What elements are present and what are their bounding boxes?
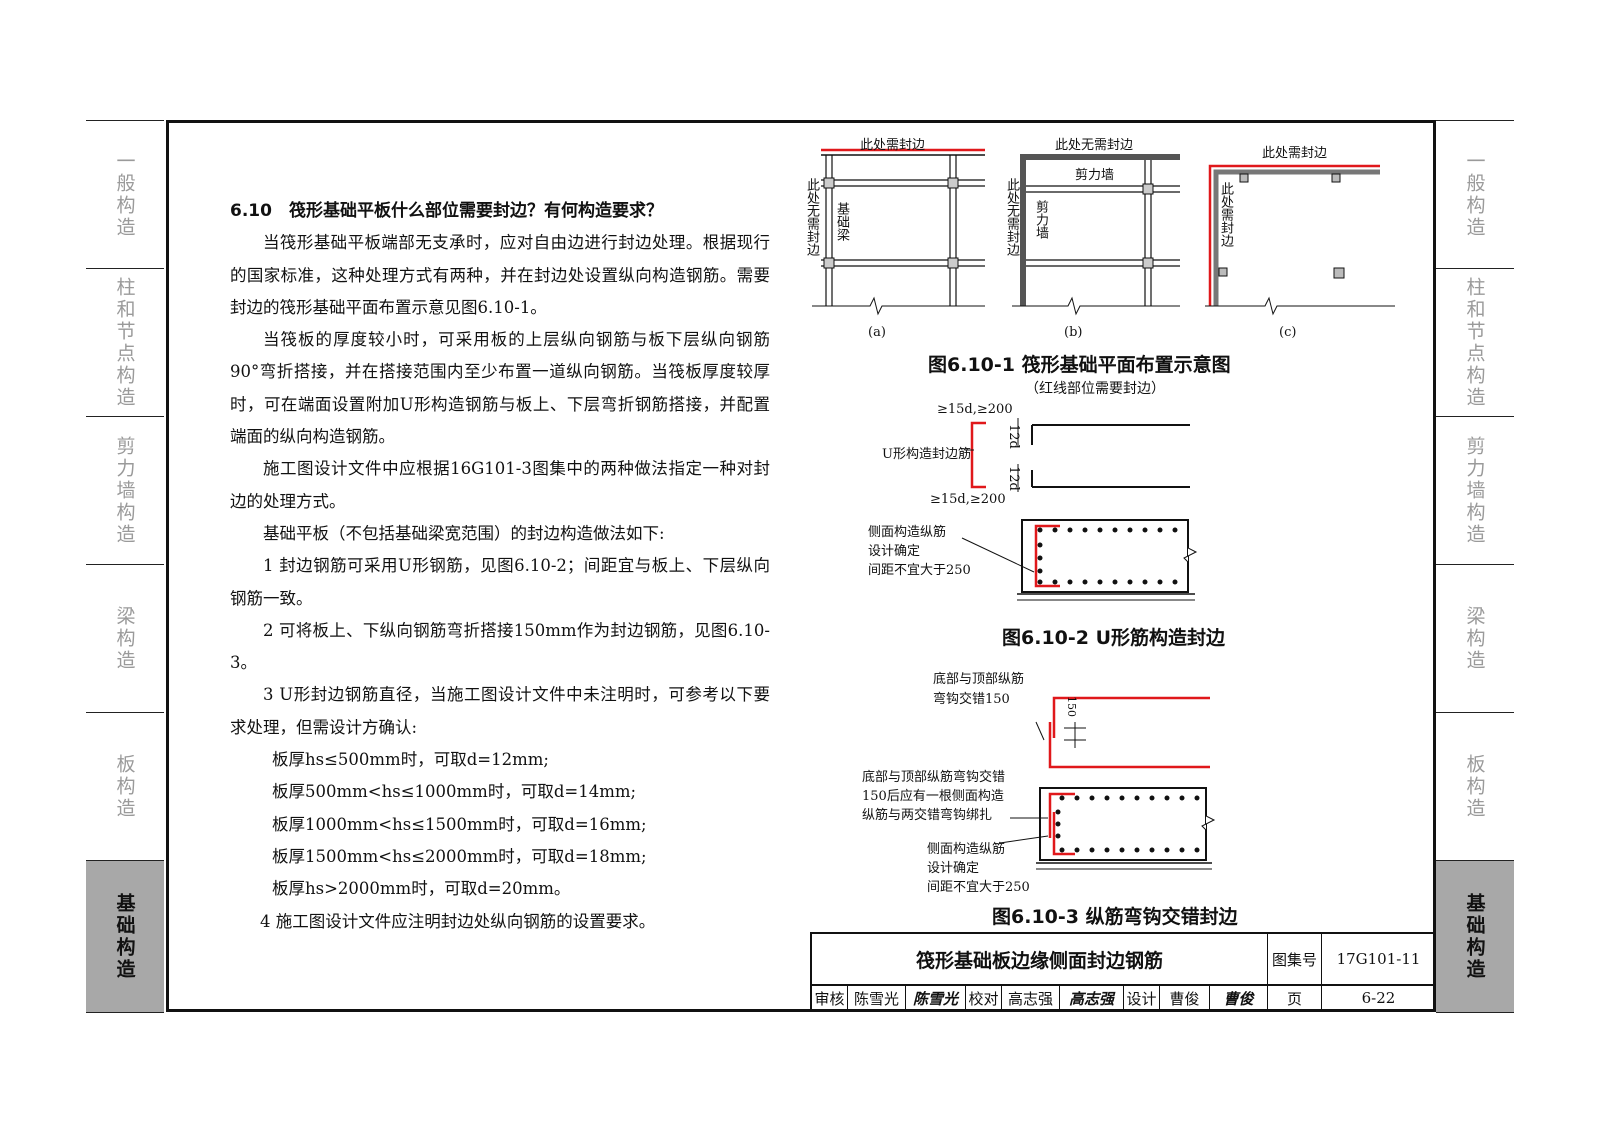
tab-divider <box>1436 1012 1514 1013</box>
right-chapter-tabs: 一般构造 柱和节点构造 剪力墙构造 梁构造 板构造 基础构造 <box>1436 120 1514 1013</box>
designer-signature: 曹俊 <box>1210 984 1268 1012</box>
figure-caption: 图6.10-1 筏形基础平面布置示意图 <box>928 354 1231 376</box>
tab-beams[interactable]: 梁构造 <box>1436 564 1514 713</box>
tab-slabs[interactable]: 板构造 <box>86 712 164 861</box>
subfigure-label: (b) <box>1064 325 1083 340</box>
fig1b-side-label: 此处无需封边 <box>1004 178 1019 256</box>
paragraph: 4 施工图设计文件应注明封边处纵向钢筋的设置要求。 <box>260 911 656 931</box>
check-label: 校对 <box>966 984 1002 1012</box>
tab-shear-walls[interactable]: 剪力墙构造 <box>86 416 164 565</box>
title-row: 筏形基础板边缘侧面封边钢筋 图集号 17G101-11 <box>812 934 1436 986</box>
side-bar-label: 设计确定 <box>868 544 921 559</box>
dimension-label: ≥15d,≥200 <box>937 402 1013 417</box>
note-label: 150后应有一根侧面构造 <box>862 789 1004 804</box>
atlas-label: 图集号 <box>1268 934 1322 984</box>
list-item: 板厚hs>2000mm时，可取d=20mm。 <box>272 879 571 899</box>
page-label: 页 <box>1268 984 1322 1012</box>
side-bar-label: 间距不宜大于250 <box>868 563 971 578</box>
tab-beams[interactable]: 梁构造 <box>86 564 164 713</box>
tab-columns[interactable]: 柱和节点构造 <box>86 268 164 417</box>
side-bar-label: 设计确定 <box>927 861 980 876</box>
dimension-label: 12d <box>1006 466 1021 491</box>
checker-signature: 高志强 <box>1060 984 1124 1012</box>
side-bar-label: 间距不宜大于250 <box>927 880 1030 895</box>
fig1c-side-label: 此处需封边 <box>1218 182 1233 247</box>
fig3-hook-detail <box>999 696 1216 870</box>
design-label: 设计 <box>1124 984 1160 1012</box>
fig1c-plan <box>1205 164 1395 316</box>
tab-slabs[interactable]: 板构造 <box>1436 712 1514 861</box>
fig1b-top-label: 此处无需封边 <box>1055 138 1134 153</box>
u-bar-label: U形构造封边筋 <box>882 447 971 462</box>
note-label: 纵筋与两交错弯钩绑扎 <box>862 808 993 823</box>
drawing-title: 筏形基础板边缘侧面封边钢筋 <box>812 934 1268 984</box>
fig1a-beam-label: 基础梁 <box>834 202 849 241</box>
paragraph: 当筏形基础平板端部无支承时，应对自由边进行封边处理。根据现行的国家标准，这种处理… <box>230 233 770 317</box>
tab-foundations[interactable]: 基础构造 <box>86 860 164 1013</box>
section-heading: 6.10 筏形基础平板什么部位需要封边？有何构造要求？ <box>230 201 663 221</box>
dimension-label: ≥15d,≥200 <box>930 492 1006 507</box>
subfigure-label: (c) <box>1279 325 1297 340</box>
reviewer-name: 陈雪光 <box>848 984 906 1012</box>
figure-note: （红线部位需要封边） <box>1025 381 1165 397</box>
fig2-rebar-dots <box>1037 527 1178 585</box>
subfigure-label: (a) <box>868 325 886 340</box>
page-frame <box>166 120 1436 1012</box>
fig1a-side-label: 此处无需封边 <box>804 178 819 256</box>
designer-name: 曹俊 <box>1160 984 1210 1012</box>
tab-divider <box>86 1012 164 1013</box>
atlas-number: 17G101-11 <box>1336 950 1421 968</box>
note-label: 底部与顶部纵筋弯钩交错 <box>862 770 1006 785</box>
body-text: 6.10 筏形基础平板什么部位需要封边？有何构造要求？ 当筏形基础平板端部无支承… <box>230 195 770 938</box>
paragraph: 基础平板（不包括基础梁宽范围）的封边构造做法如下: <box>263 523 665 543</box>
paragraph: 2 可将板上、下纵向钢筋弯折搭接150mm作为封边钢筋，见图6.10-3。 <box>230 620 770 673</box>
paragraph: 1 封边钢筋可采用U形钢筋，见图6.10-2；间距宜与板上、下层纵向钢筋一致。 <box>230 556 770 608</box>
list-item: 板厚1500mm<hs≤2000mm时，可取d=18mm; <box>272 846 647 866</box>
fig1b-wall-label: 剪力墙 <box>1075 168 1115 183</box>
fig2-u-bar-detail <box>961 418 1198 601</box>
fig3-rebar-dots <box>1055 795 1200 853</box>
fig1b-plan <box>1012 154 1180 316</box>
list-item: 板厚1000mm<hs≤1500mm时，可取d=16mm; <box>272 814 647 834</box>
tab-foundations[interactable]: 基础构造 <box>1436 860 1514 1013</box>
hook-label: 底部与顶部纵筋 <box>933 672 1025 687</box>
red-edge <box>1208 164 1380 306</box>
paragraph: 施工图设计文件中应根据16G101-3图集中的两种做法指定一种对封边的处理方式。 <box>230 459 770 511</box>
list-item: 板厚500mm<hs≤1000mm时，可取d=14mm; <box>272 782 637 802</box>
tab-general[interactable]: 一般构造 <box>1436 120 1514 269</box>
figure-caption: 图6.10-3 纵筋弯钩交错封边 <box>992 906 1238 928</box>
page-number: 6-22 <box>1361 989 1396 1007</box>
figure-caption: 图6.10-2 U形筋构造封边 <box>1002 627 1226 649</box>
reviewer-signature: 陈雪光 <box>906 984 966 1012</box>
fig1a-plan <box>812 148 985 316</box>
hook-label: 弯钩交错150 <box>933 692 1010 707</box>
signature-row: 审核 陈雪光 陈雪光 校对 高志强 高志强 设计 曹俊 曹俊 页 6-22 <box>812 984 1436 1012</box>
dimension-label: 12d <box>1006 424 1021 449</box>
tab-shear-walls[interactable]: 剪力墙构造 <box>1436 416 1514 565</box>
title-block: 筏形基础板边缘侧面封边钢筋 图集号 17G101-11 审核 陈雪光 陈雪光 校… <box>810 932 1436 1012</box>
dimension-label: 150 <box>1065 696 1078 717</box>
tab-general[interactable]: 一般构造 <box>86 120 164 269</box>
fig1b-wall-label: 剪力墙 <box>1033 200 1048 239</box>
paragraph: 当筏板的厚度较小时，可采用板的上层纵向钢筋与板下层纵向钢筋90°弯折搭接，并在搭… <box>230 330 770 447</box>
review-label: 审核 <box>812 984 848 1012</box>
list-item: 板厚hs≤500mm时，可取d=12mm; <box>272 750 549 770</box>
side-bar-label: 侧面构造纵筋 <box>927 842 1006 857</box>
paragraph: 3 U形封边钢筋直径，当施工图设计文件中未注明时，可参考以下要求处理，但需设计方… <box>230 685 770 737</box>
tab-columns[interactable]: 柱和节点构造 <box>1436 268 1514 417</box>
side-bar-label: 侧面构造纵筋 <box>868 525 947 540</box>
fig1a-top-label: 此处需封边 <box>860 138 926 153</box>
fig1c-top-label: 此处需封边 <box>1262 146 1328 161</box>
checker-name: 高志强 <box>1002 984 1060 1012</box>
left-chapter-tabs: 一般构造 柱和节点构造 剪力墙构造 梁构造 板构造 基础构造 <box>86 120 164 1013</box>
